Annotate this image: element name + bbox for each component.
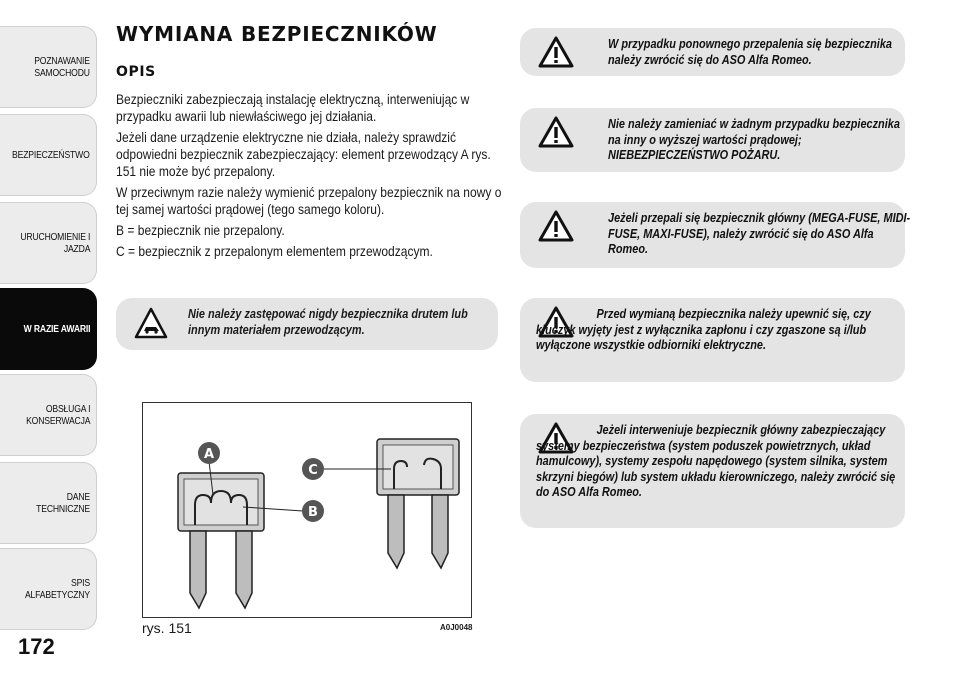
tab-label: SPIS ALFABETYCZNY	[24, 577, 90, 601]
figure-caption: rys. 151	[142, 620, 192, 636]
warning-text: Jeżeli przepali się bezpiecznik główny (…	[608, 210, 911, 256]
environment-note: Nie należy zastępować nigdy bezpiecznika…	[116, 298, 498, 350]
page-number: 172	[18, 634, 55, 659]
figure-code: A0J0048	[440, 623, 473, 632]
callout-a: A	[198, 442, 220, 464]
warning-box-2: Nie należy zamieniać w żadnym przypadku …	[520, 108, 905, 172]
tab-label: DANE TECHNICZNE	[36, 491, 90, 515]
paragraph: B = bezpiecznik nie przepalony.	[116, 222, 285, 238]
note-text: Nie należy zastępować nigdy bezpiecznika…	[188, 306, 468, 337]
paragraph: Jeżeli dane urządzenie elektryczne nie d…	[116, 129, 491, 179]
tab-label: BEZPIECZEŃSTWO	[12, 149, 90, 161]
callout-c-label: C	[308, 463, 318, 478]
tab-label: URUCHOMIENIE I JAZDA	[20, 231, 90, 255]
fuse-illustration: A B C	[177, 438, 460, 610]
paragraph: C = bezpiecznik z przepalonym elementem …	[116, 243, 433, 259]
paragraph: W przeciwnym razie należy wymienić przep…	[116, 184, 502, 217]
fuse-blown	[376, 438, 460, 570]
warning-triangle-icon	[538, 306, 574, 338]
tab-label: OBSŁUGA I KONSERWACJA	[25, 403, 90, 427]
warning-text: Nie należy zamieniać w żadnym przypadku …	[608, 116, 900, 162]
tab-label: POZNAWANIE SAMOCHODU	[34, 55, 90, 79]
warning-box-3: Jeżeli przepali się bezpiecznik główny (…	[520, 202, 910, 268]
tab-w-razie-awarii[interactable]: W RAZIE AWARII	[0, 288, 97, 370]
car-caution-icon	[134, 307, 168, 339]
callout-b-label: B	[308, 505, 318, 520]
warning-box-5: Jeżeli interweniuje bezpiecznik główny z…	[520, 414, 905, 528]
tab-bezpieczenstwo[interactable]: BEZPIECZEŃSTWO	[0, 114, 97, 196]
tab-spis-alfabetyczny[interactable]: SPIS ALFABETYCZNY	[0, 548, 97, 630]
tab-poznawanie-samochodu[interactable]: POZNAWANIE SAMOCHODU	[0, 26, 97, 108]
warning-text: W przypadku ponownego przepalenia się be…	[608, 36, 892, 67]
section-subtitle: OPIS	[116, 64, 156, 80]
warning-triangle-icon	[538, 210, 574, 242]
warning-text: Przed wymianą bezpiecznika należy upewni…	[536, 306, 871, 352]
paragraph: Bezpieczniki zabezpieczają instalację el…	[116, 91, 470, 124]
tab-dane-techniczne[interactable]: DANE TECHNICZNE	[0, 462, 97, 544]
tab-obsluga-konserwacja[interactable]: OBSŁUGA I KONSERWACJA	[0, 374, 97, 456]
warning-triangle-icon	[538, 116, 574, 148]
fuse-figure: A B C	[142, 402, 472, 618]
tab-label: W RAZIE AWARII	[23, 323, 90, 335]
callout-c: C	[302, 458, 324, 480]
warning-box-4: Przed wymianą bezpiecznika należy upewni…	[520, 298, 905, 382]
callout-a-label: A	[204, 447, 214, 462]
warning-triangle-icon	[538, 36, 574, 68]
tab-uruchomienie-jazda[interactable]: URUCHOMIENIE I JAZDA	[0, 202, 97, 284]
warning-text: Jeżeli interweniuje bezpiecznik główny z…	[536, 422, 896, 499]
body-text: Bezpieczniki zabezpieczają instalację el…	[116, 91, 526, 264]
fuse-intact	[177, 472, 265, 610]
warning-box-1: W przypadku ponownego przepalenia się be…	[520, 28, 905, 76]
page-title: WYMIANA BEZPIECZNIKÓW	[116, 22, 438, 46]
callout-b: B	[302, 500, 324, 522]
warning-triangle-icon	[538, 422, 574, 454]
